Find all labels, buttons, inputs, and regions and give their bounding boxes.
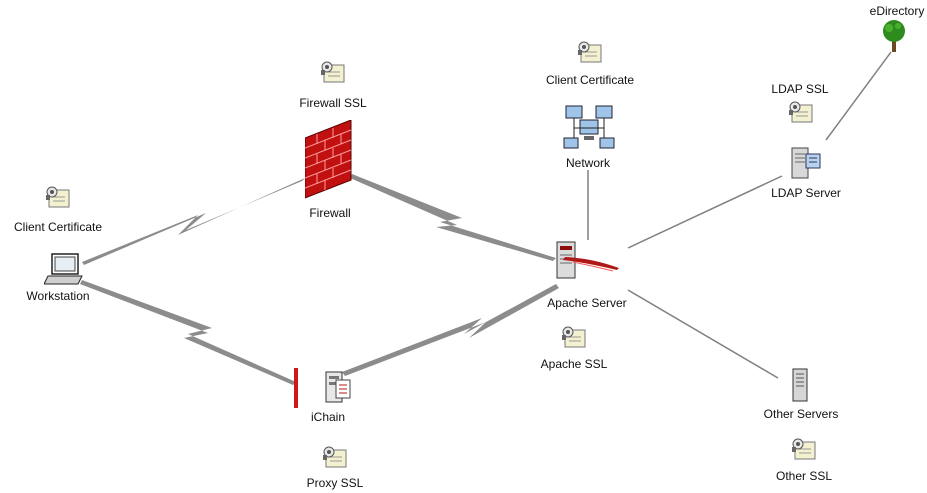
certificate-icon	[559, 325, 589, 351]
label-proxy-ssl: Proxy SSL	[306, 476, 364, 490]
label-edirectory: eDirectory	[869, 4, 925, 18]
label-network: Network	[565, 156, 611, 170]
lightning-link-ichain-apache	[342, 284, 559, 376]
apache-server-icon	[553, 240, 623, 282]
network-icon	[560, 102, 618, 152]
firewall-icon	[304, 119, 355, 200]
laptop-icon	[43, 252, 84, 286]
label-client-certificate-left: Client Certificate	[13, 220, 103, 234]
label-apache-server: Apache Server	[547, 296, 627, 310]
wire-ldap-edirectory	[825, 51, 892, 141]
ldap-server-icon	[788, 146, 822, 180]
wire-apache-other-servers	[627, 289, 779, 379]
lightning-link-workstation-firewall	[82, 178, 305, 265]
certificate-icon	[786, 100, 816, 126]
certificate-icon	[789, 437, 819, 463]
label-ichain: iChain	[310, 410, 346, 424]
label-client-certificate-top: Client Certificate	[545, 73, 635, 87]
lightning-link-firewall-apache	[350, 174, 556, 261]
label-other-ssl: Other SSL	[775, 469, 833, 483]
tree-icon	[880, 18, 908, 54]
certificate-icon	[320, 445, 350, 471]
label-firewall-ssl: Firewall SSL	[299, 96, 367, 110]
certificate-icon	[43, 185, 73, 211]
label-ldap-ssl: LDAP SSL	[771, 82, 829, 96]
ichain-icon	[322, 370, 352, 404]
certificate-icon	[575, 40, 605, 66]
label-workstation: Workstation	[26, 289, 90, 303]
proxy-bar	[294, 368, 298, 408]
label-other-servers: Other Servers	[763, 407, 839, 421]
server-tower-icon	[790, 368, 810, 402]
certificate-icon	[318, 60, 348, 86]
label-apache-ssl: Apache SSL	[540, 357, 608, 371]
wire-apache-ldap	[627, 175, 783, 249]
lightning-link-workstation-ichain	[80, 280, 296, 385]
label-ldap-server: LDAP Server	[771, 186, 841, 200]
label-firewall: Firewall	[309, 206, 351, 220]
